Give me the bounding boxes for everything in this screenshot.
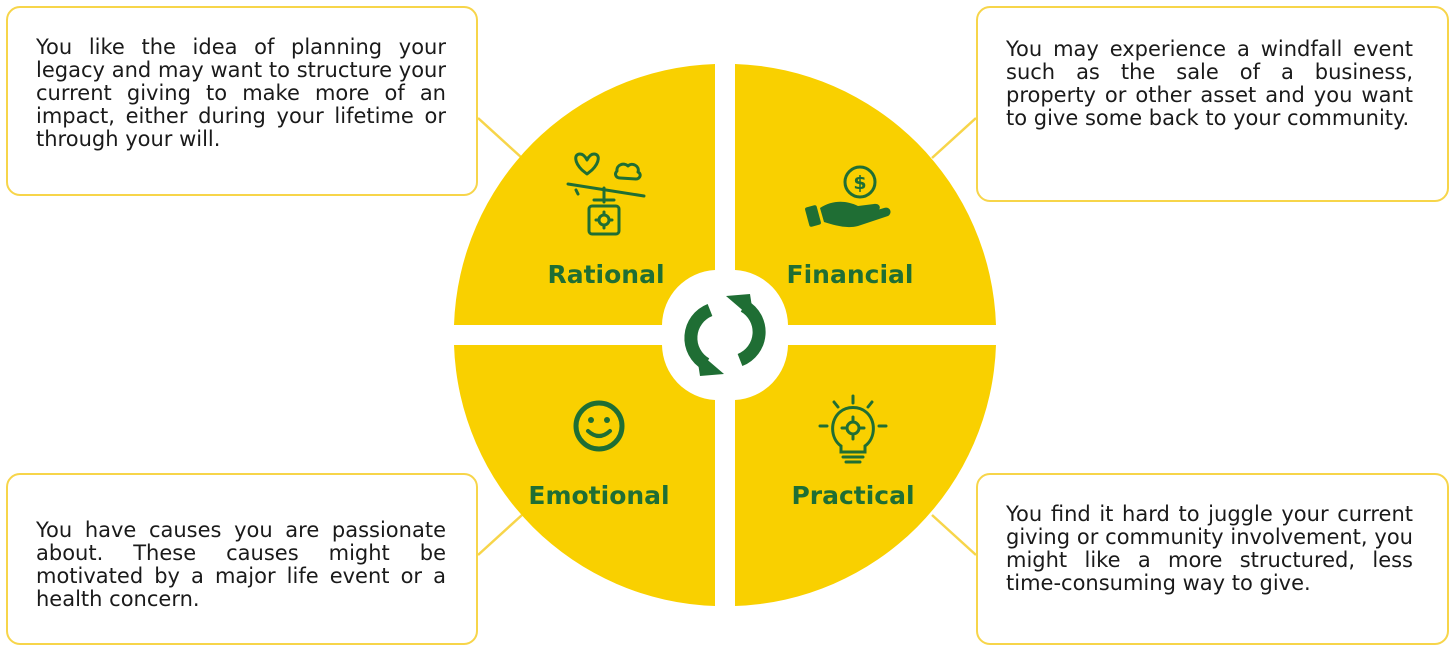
lightbulb-gear-icon	[818, 394, 888, 464]
label-rational: Rational	[547, 260, 664, 289]
connector-financial	[931, 117, 977, 159]
rational-description-box: You like the idea of planning your legac…	[6, 6, 478, 196]
smiley-face-icon	[573, 400, 625, 452]
svg-text:$: $	[853, 172, 866, 194]
hand-coin-icon: $	[805, 165, 891, 228]
quadrant-emotional	[454, 345, 715, 606]
quadrant-practical	[735, 345, 996, 606]
financial-description-box: You may experience a windfall event such…	[976, 6, 1449, 202]
rational-description: You like the idea of planning your legac…	[36, 35, 446, 151]
practical-description-box: You find it hard to juggle your current …	[976, 473, 1449, 645]
connector-rational	[477, 117, 523, 159]
connector-emotional	[477, 514, 523, 556]
financial-description: You may experience a windfall event such…	[1006, 37, 1413, 130]
emotional-description: You have causes you are passionate about…	[36, 518, 446, 611]
practical-description: You find it hard to juggle your current …	[1006, 502, 1413, 595]
connector-practical	[931, 514, 977, 556]
seesaw-heart-money-icon	[566, 152, 646, 236]
cycle-arrows-icon	[684, 294, 766, 376]
label-emotional: Emotional	[528, 481, 669, 510]
emotional-description-box: You have causes you are passionate about…	[6, 473, 478, 645]
label-financial: Financial	[787, 260, 914, 289]
quadrant-rational	[454, 64, 715, 325]
label-practical: Practical	[791, 481, 914, 510]
